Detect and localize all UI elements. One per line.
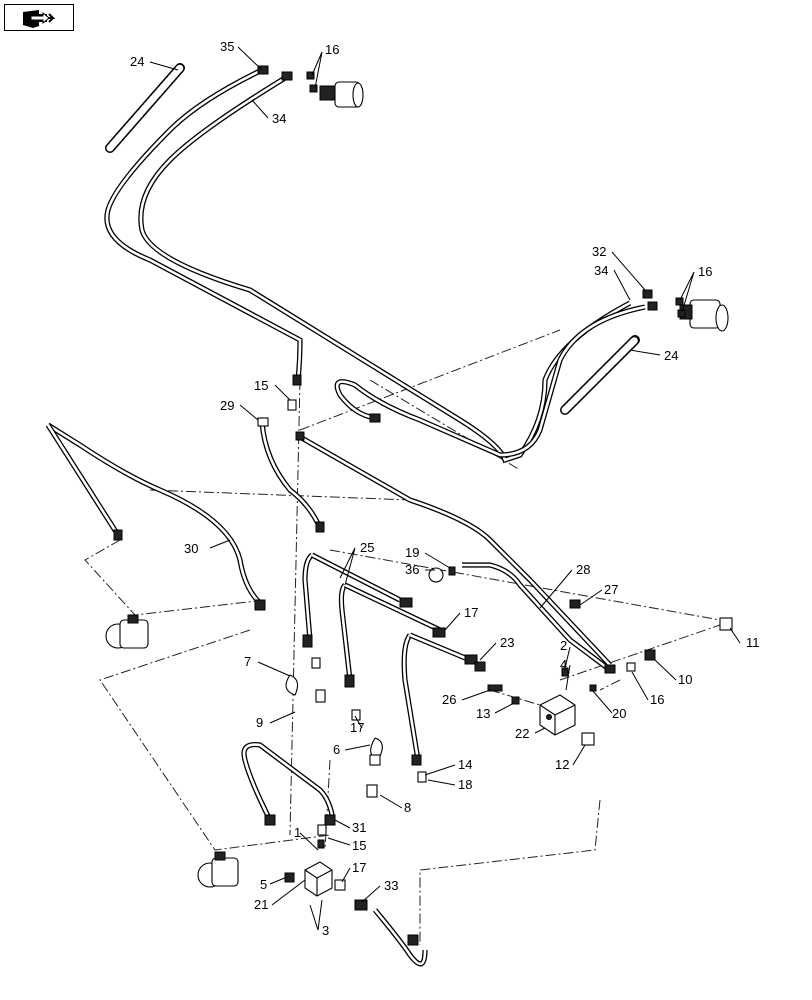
callout-9: 9 xyxy=(256,715,263,730)
callout-7: 7 xyxy=(244,654,251,669)
callout-2: 2 xyxy=(560,638,567,653)
hose-35-34-upper xyxy=(104,67,646,464)
callout-21: 21 xyxy=(254,897,268,912)
callout-29: 29 xyxy=(220,398,234,413)
callout-10: 10 xyxy=(678,672,692,687)
callout-27: 27 xyxy=(604,582,618,597)
hose-31 xyxy=(241,741,336,822)
callout-23: 23 xyxy=(500,635,514,650)
callout-8: 8 xyxy=(404,800,411,815)
centerlines xyxy=(84,329,721,945)
callout-13: 13 xyxy=(476,706,490,721)
callout-18: 18 xyxy=(458,777,472,792)
callout-1: 1 xyxy=(294,825,301,840)
callout-35: 35 xyxy=(220,39,234,54)
callout-20: 20 xyxy=(612,706,626,721)
callout-15: 15 xyxy=(254,378,268,393)
callout-5: 5 xyxy=(260,877,267,892)
callout-4: 4 xyxy=(560,657,567,672)
callout-14: 14 xyxy=(458,757,472,772)
callouts: 35 16 24 34 32 34 16 24 15 29 30 25 19 3… xyxy=(130,39,760,938)
callout-16: 16 xyxy=(698,264,712,279)
callout-32: 32 xyxy=(592,244,606,259)
callout-24: 24 xyxy=(664,348,678,363)
callout-30: 30 xyxy=(184,541,198,556)
callout-33: 33 xyxy=(384,878,398,893)
hose-28 xyxy=(462,562,612,673)
callout-6: 6 xyxy=(333,742,340,757)
sleeve-24-right xyxy=(560,335,640,415)
callout-36: 36 xyxy=(405,562,419,577)
next-page-button[interactable] xyxy=(4,4,74,31)
callout-22: 22 xyxy=(515,726,529,741)
callout-19: 19 xyxy=(405,545,419,560)
callout-34: 34 xyxy=(272,111,286,126)
valve-block-22 xyxy=(539,694,576,736)
callout-25: 25 xyxy=(360,540,374,555)
callout-26: 26 xyxy=(442,692,456,707)
callout-12: 12 xyxy=(555,757,569,772)
valve-block-21 xyxy=(304,861,333,897)
sleeve-24-left xyxy=(105,63,185,153)
callout-34: 34 xyxy=(594,263,608,278)
callout-17: 17 xyxy=(350,720,364,735)
callout-16: 16 xyxy=(325,42,339,57)
callout-17: 17 xyxy=(464,605,478,620)
callout-17: 17 xyxy=(352,860,366,875)
callout-11: 11 xyxy=(746,635,760,650)
callout-16: 16 xyxy=(650,692,664,707)
motor-left xyxy=(105,614,149,649)
hose-30 xyxy=(45,422,264,607)
hose-33 xyxy=(373,908,428,967)
callout-31: 31 xyxy=(352,820,366,835)
hose-29 xyxy=(259,421,612,667)
callout-24: 24 xyxy=(130,54,144,69)
book-arrow-icon xyxy=(23,10,56,28)
motor-right xyxy=(679,299,729,332)
motor-bottom xyxy=(197,851,239,888)
callout-15: 15 xyxy=(352,838,366,853)
hose-25 xyxy=(302,552,471,761)
motor-top xyxy=(319,81,364,108)
callout-28: 28 xyxy=(576,562,590,577)
callout-3: 3 xyxy=(322,923,329,938)
fittings xyxy=(113,65,733,946)
leader-lines xyxy=(149,46,741,931)
